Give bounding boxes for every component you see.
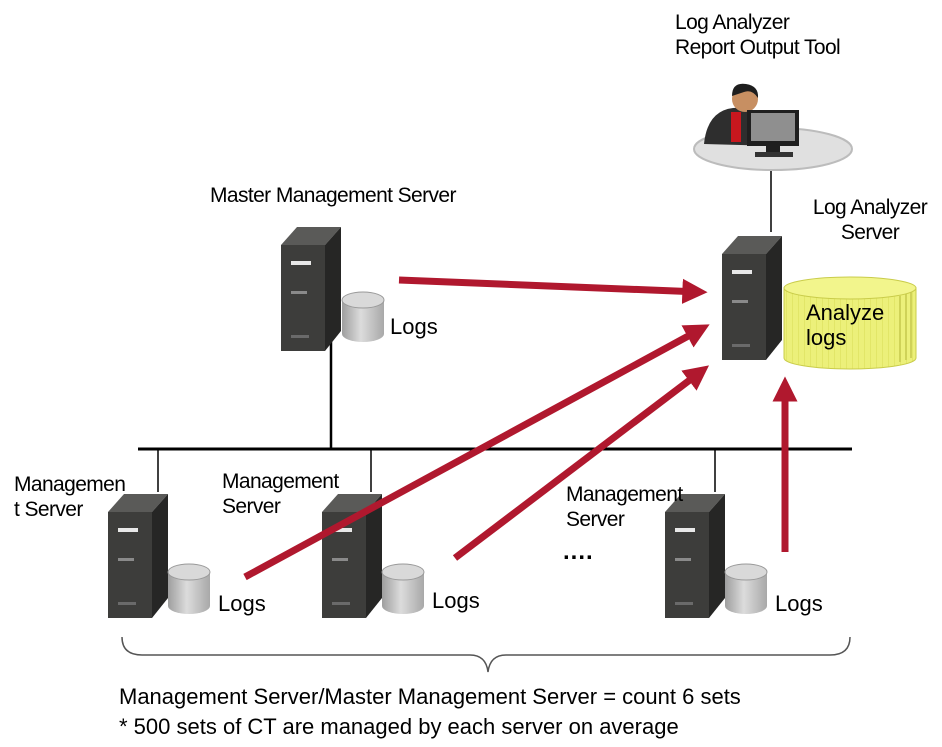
network-bus <box>138 338 852 492</box>
logs-db-1-icon <box>167 563 211 615</box>
report-tool-workstation-icon <box>693 83 853 171</box>
logs-1-label: Logs <box>218 591 266 616</box>
caption-line-1: Management Server/Master Management Serv… <box>119 684 741 709</box>
master-management-server-icon <box>281 227 341 351</box>
logs-db-3-icon <box>724 563 768 615</box>
more-servers-ellipsis: .... <box>563 538 594 565</box>
log-transfer-arrows <box>243 276 798 581</box>
management-server-2-label: Management Server <box>222 470 339 519</box>
management-server-1-label: Managemen t Server <box>14 473 126 522</box>
report-tool-label: Log Analyzer Report Output Tool <box>675 11 841 60</box>
logs-2-label: Logs <box>432 588 480 613</box>
management-server-3-label: Management Server <box>566 483 683 532</box>
log-analyzer-server-icon <box>722 236 782 360</box>
arrow-server1-to-analyzer <box>243 324 710 581</box>
arrow-server2-to-analyzer <box>452 365 710 561</box>
log-analyzer-server-label: Log Analyzer Server <box>812 196 928 245</box>
grouping-brace <box>121 636 851 673</box>
analyze-logs-database-icon <box>783 276 917 370</box>
logs-db-2-icon <box>381 563 425 615</box>
analyze-logs-label: Analyze logs <box>806 300 885 351</box>
logs-3-label: Logs <box>775 591 823 616</box>
master-server-label: Master Management Server <box>210 184 456 207</box>
master-logs-label: Logs <box>390 314 438 339</box>
master-logs-db-icon <box>341 291 385 343</box>
caption-line-2: * 500 sets of CT are managed by each ser… <box>119 714 679 739</box>
arrow-master-to-analyzer <box>398 276 708 304</box>
